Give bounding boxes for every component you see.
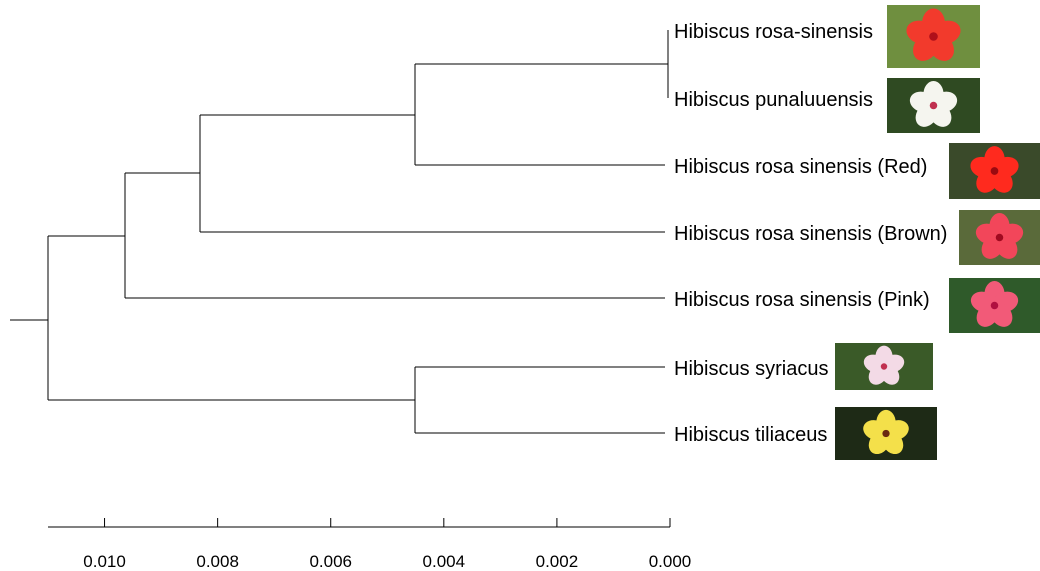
red-hibiscus-photo xyxy=(887,5,980,68)
flower-center xyxy=(995,233,1004,242)
axis-tick-label: 0.000 xyxy=(649,552,692,571)
taxon-label: Hibiscus punaluuensis xyxy=(674,89,873,111)
flower-center xyxy=(929,101,938,110)
axis-tick-label: 0.006 xyxy=(309,552,352,571)
distance-scale-axis: 0.010 0.008 0.006 0.004 0.002 0.000 xyxy=(48,518,691,571)
flower-center xyxy=(990,301,999,310)
flower-petal xyxy=(863,420,888,441)
flower-petal xyxy=(975,223,1002,245)
flower-petal xyxy=(970,291,997,313)
taxon-label: Hibiscus syriacus xyxy=(674,358,828,380)
flower-petal xyxy=(909,91,936,113)
axis-tick-label: 0.004 xyxy=(423,552,466,571)
flower-photos xyxy=(835,5,1040,460)
flower-center xyxy=(880,363,888,370)
pale-pink-hibiscus-photo xyxy=(835,343,933,390)
flower-petal xyxy=(906,20,936,45)
flower-center xyxy=(990,167,999,175)
taxon-label: Hibiscus rosa sinensis (Red) xyxy=(674,156,927,178)
flower-petal xyxy=(863,354,886,373)
taxon-label: Hibiscus rosa-sinensis xyxy=(674,21,873,43)
pink-red-hibiscus-photo xyxy=(959,210,1040,265)
tree-branches xyxy=(10,30,669,434)
flower-petal xyxy=(970,156,997,178)
taxon-label: Hibiscus tiliaceus xyxy=(674,424,827,446)
red-hibiscus-photo xyxy=(949,143,1040,199)
axis-tick-label: 0.002 xyxy=(536,552,579,571)
yellow-hibiscus-photo xyxy=(835,407,937,460)
axis-tick-label: 0.008 xyxy=(196,552,239,571)
axis-tick-label: 0.010 xyxy=(83,552,126,571)
pink-hibiscus-photo xyxy=(949,278,1040,333)
taxon-label: Hibiscus rosa sinensis (Brown) xyxy=(674,223,947,245)
flower-center xyxy=(882,429,890,438)
flower-center xyxy=(929,32,938,41)
white-hibiscus-photo xyxy=(887,78,980,133)
taxon-label: Hibiscus rosa sinensis (Pink) xyxy=(674,289,930,311)
